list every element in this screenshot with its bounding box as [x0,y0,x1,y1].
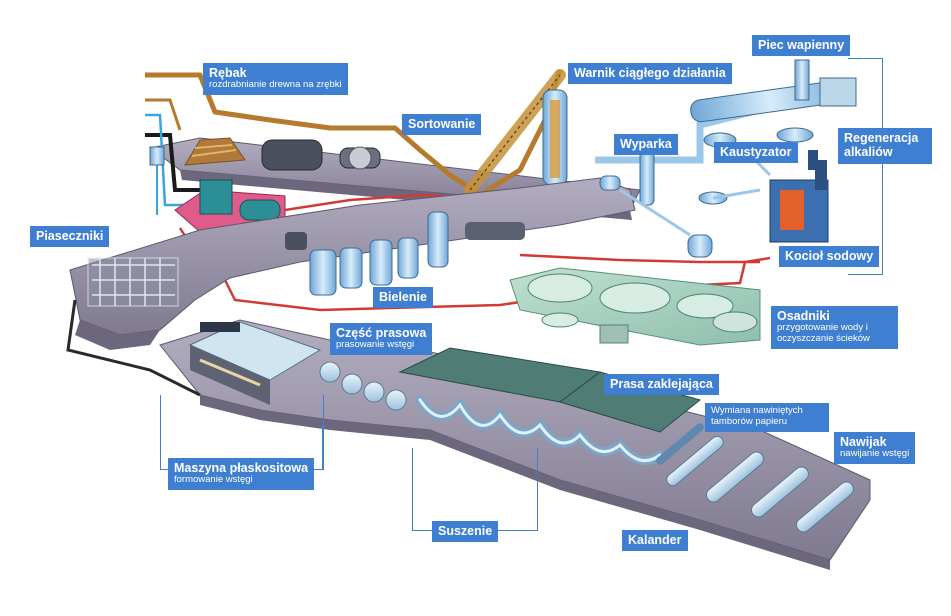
label-kalander-title: Kalander [628,533,682,547]
suszenie-bracket [412,448,538,531]
label-rebak-title: Rębak [209,66,247,80]
label-warnik: Warnik ciągłego działania [568,63,732,85]
bleaching-towers [285,211,525,296]
label-regeneracja-title: Regeneracja alkaliów [844,131,919,160]
press-rolls [319,361,407,411]
feed-lines [145,113,205,215]
label-osadniki: Osadniki przygotowanie wody i oczyszczan… [771,306,898,350]
czesc-bracket [322,425,323,470]
label-czesc-title: Część prasowa [336,326,427,340]
label-sortowanie: Sortowanie [402,114,482,136]
label-maszyna-title: Maszyna płaskositowa [174,461,309,475]
label-nawijak: Nawijak nawijanie wstęgi [834,432,916,465]
settling-tanks [509,267,761,346]
chipper-drums [261,139,381,171]
label-osadniki-sub: przygotowanie wody i oczyszczanie ściekó… [777,322,870,345]
label-maszyna-sub: formowanie wstęgi [174,474,253,486]
label-piec-title: Piec wapienny [758,38,845,52]
label-kaustyzator-title: Kaustyzator [720,145,792,159]
label-suszenie: Suszenie [432,521,499,543]
screening-units [87,257,179,307]
label-kaustyzator: Kaustyzator [714,142,798,164]
label-piaseczniki-title: Piaseczniki [36,229,104,243]
label-wyparka-title: Wyparka [620,137,672,151]
label-wymiana: Wymiana nawiniętych tamborów papieru [705,403,829,432]
label-prasa-title: Prasa zaklejająca [610,377,713,391]
label-bielenie-title: Bielenie [379,290,427,304]
label-prasa: Prasa zaklejająca [604,374,719,396]
label-regeneracja: Regeneracja alkaliów [838,128,932,164]
reel-rolls [656,423,854,533]
recovery-boiler [769,150,829,243]
label-kalander: Kalander [622,530,688,552]
label-kociol: Kocioł sodowy [779,246,880,268]
label-bielenie: Bielenie [373,287,433,309]
label-czesc: Część prasowa prasowanie wstęgi [330,323,433,356]
label-czesc-sub: prasowanie wstęgi [336,339,415,351]
label-nawijak-sub: nawijanie wstęgi [840,448,910,460]
label-rebak: Rębak rozdrabnianie drewna na zrębki [203,63,348,96]
label-suszenie-title: Suszenie [438,524,493,538]
label-osadniki-title: Osadniki [777,309,830,323]
label-rebak-sub: rozdrabnianie drewna na zrębki [209,79,342,91]
drain-line [66,299,201,397]
label-piaseczniki: Piaseczniki [30,226,110,248]
label-maszyna: Maszyna płaskositowa formowanie wstęgi [168,458,315,491]
digester-tower [541,89,569,195]
forming-section [188,321,322,405]
label-warnik-title: Warnik ciągłego działania [574,66,726,80]
wood-chip-pile [184,137,246,166]
label-sortowanie-title: Sortowanie [408,117,476,131]
regeneracja-bracket [848,58,883,275]
label-kociol-title: Kocioł sodowy [785,249,874,263]
label-piec: Piec wapienny [752,35,851,57]
label-nawijak-title: Nawijak [840,435,887,449]
label-wyparka: Wyparka [614,134,678,156]
recovery-plant [595,59,857,258]
label-wymiana-title: Wymiana nawiniętych tamborów papieru [711,405,803,427]
dryer-hood [398,347,702,466]
